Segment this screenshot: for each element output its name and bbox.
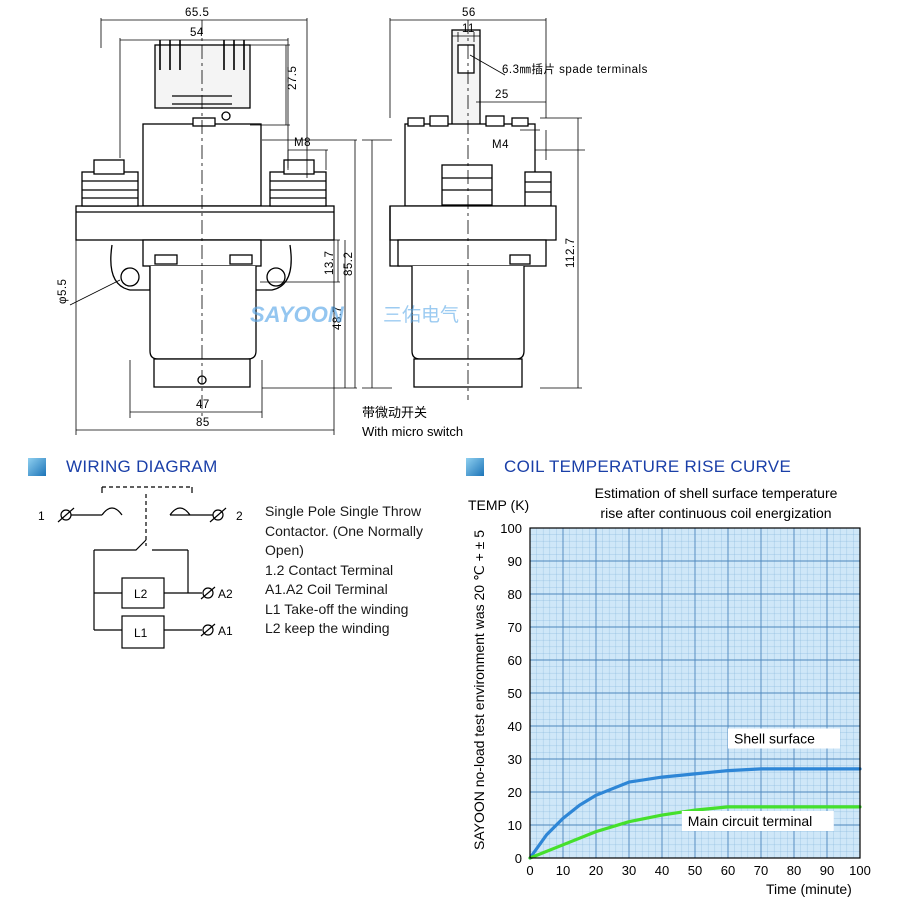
dim-height-bottom: 48.7 xyxy=(332,306,344,330)
dim-side-height: 112.7 xyxy=(565,238,577,268)
desc-line: L1 Take-off the winding xyxy=(265,600,409,617)
x-tick-label: 90 xyxy=(820,863,834,878)
curve-section-icon xyxy=(466,458,484,476)
contactor-drawing: 65.5 54 27.5 M8 13.7 48.7 85.2 φ5.5 47 8… xyxy=(57,7,648,439)
x-tick-label: 20 xyxy=(589,863,603,878)
chart-subtitle-2: rise after continuous coil energization xyxy=(600,505,831,521)
y-tick-label: 40 xyxy=(508,719,522,734)
x-tick-label: 80 xyxy=(787,863,801,878)
dim-overall-width: 65.5 xyxy=(185,7,209,19)
desc-line: Open) xyxy=(265,542,304,558)
coil-l1-label: L1 xyxy=(134,626,148,640)
dim-offset: 13.7 xyxy=(324,251,336,275)
desc-line: A1.A2 Coil Terminal xyxy=(265,581,388,597)
x-tick-label: 100 xyxy=(849,863,871,878)
series-label-shell-surface: Shell surface xyxy=(734,731,815,747)
x-tick-label: 70 xyxy=(754,863,768,878)
dim-screw: M4 xyxy=(492,139,509,151)
terminal-a1-label: A1 xyxy=(218,624,233,638)
terminal-1-label: 1 xyxy=(38,509,45,523)
y-tick-label: 50 xyxy=(508,686,522,701)
y-tick-label: 70 xyxy=(508,620,522,635)
wiring-description: Single Pole Single Throw Contactor. (One… xyxy=(265,502,423,639)
series-line-shell-surface xyxy=(528,767,862,860)
dim-stud: M8 xyxy=(294,137,311,149)
dim-side-width: 56 xyxy=(462,7,476,19)
dim-width: 85 xyxy=(196,417,210,429)
dim-tab-width: 11 xyxy=(462,23,475,35)
series-label-bg xyxy=(681,811,834,831)
desc-line: L2 keep the winding xyxy=(265,620,390,636)
series-line-main-circuit-terminal xyxy=(528,805,862,860)
x-tick-label: 50 xyxy=(688,863,702,878)
watermark-cn: 三佑电气 xyxy=(383,304,459,326)
x-axis-label: Time (minute) xyxy=(766,881,852,897)
dim-terminal-span: 54 xyxy=(190,27,204,39)
temperature-rise-chart: 0 10 20 30 40 50 60 70 80 90 100 0 10 20 30 40 50 60 70 80 9… xyxy=(468,485,871,897)
y-tick-label: 30 xyxy=(508,752,522,767)
tick-labels: 0 10 20 30 40 50 60 70 80 90 100 0 10 20 30 40 50 60 70 80 9… xyxy=(500,521,871,878)
wiring-title: WIRING DIAGRAM xyxy=(66,457,218,476)
wiring-schematic: 1 2 L2 L1 A2 A1 xyxy=(38,486,243,649)
x-tick-label: 40 xyxy=(655,863,669,878)
plot-frame xyxy=(529,527,861,859)
desc-line: 1.2 Contact Terminal xyxy=(265,561,394,578)
dim-spade-note: 6.3㎜插片 spade terminals xyxy=(502,62,648,76)
x-tick-label: 60 xyxy=(721,863,735,878)
y-tick-label: 60 xyxy=(508,653,522,668)
desc-line: Single Pole Single Throw xyxy=(265,503,422,519)
y-tick-label: 80 xyxy=(508,587,522,602)
x-tick-label: 10 xyxy=(556,863,570,878)
y-tick-label: 0 xyxy=(515,851,522,866)
x-tick-label: 30 xyxy=(622,863,636,878)
dim-hole: φ5.5 xyxy=(57,279,69,304)
dim-terminal-height: 27.5 xyxy=(287,66,299,90)
dim-spacing: 25 xyxy=(495,89,509,101)
y-axis-label: TEMP (K) xyxy=(468,497,529,513)
terminal-2-label: 2 xyxy=(236,509,243,523)
micro-switch-en: With micro switch xyxy=(362,424,463,439)
y-tick-label: 90 xyxy=(508,554,522,569)
dim-base-width: 47 xyxy=(196,399,210,411)
micro-switch-cn: 带微动开关 xyxy=(362,405,427,420)
series-label-bg xyxy=(728,728,840,749)
curve-title: COIL TEMPERATURE RISE CURVE xyxy=(504,457,792,476)
dim-height-mid: 85.2 xyxy=(343,252,355,276)
wiring-section-icon xyxy=(28,458,46,476)
test-environment-note: SAYOON no-load test environment was 20 ℃… xyxy=(471,530,487,850)
terminal-a2-label: A2 xyxy=(218,587,233,601)
y-tick-label: 10 xyxy=(508,818,522,833)
series xyxy=(528,767,862,860)
coil-l2-label: L2 xyxy=(134,587,148,601)
x-tick-label: 0 xyxy=(526,863,533,878)
y-tick-label: 100 xyxy=(500,521,522,536)
series-label-main-circuit-terminal: Main circuit terminal xyxy=(688,813,812,829)
watermark-logo: SAYOON xyxy=(250,302,345,327)
chart-subtitle-1: Estimation of shell surface temperature xyxy=(595,485,838,501)
desc-line: Contactor. (One Normally xyxy=(265,522,423,539)
y-tick-label: 20 xyxy=(508,785,522,800)
